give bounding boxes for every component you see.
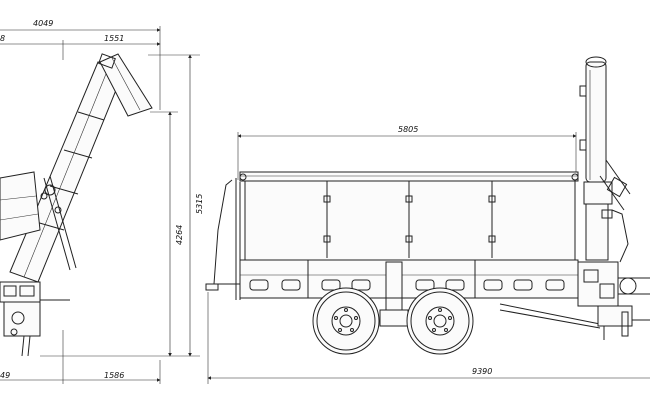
dim-overall-length: 9390 [472, 367, 492, 376]
body-panels [244, 180, 576, 261]
dim-top-left-total: 4049 [33, 19, 53, 28]
dim-top-left-partial: 8 [0, 34, 5, 43]
dim-bottom-left-right: 1586 [104, 371, 124, 380]
top-dimensions: 4049 8 1551 [0, 19, 161, 110]
body-length-dimension: 5805 [237, 125, 577, 180]
chassis [239, 259, 601, 329]
overall-length-dimension: 9390 [207, 292, 650, 384]
dim-body-length: 5805 [398, 125, 418, 134]
dim-height-inner: 4264 [175, 225, 184, 245]
bottom-dimensions: 49 1586 [0, 330, 161, 384]
vertical-dimensions: 5315 4264 [40, 54, 204, 357]
side-view: 5805 [205, 56, 650, 384]
wheels [312, 287, 474, 355]
front-view: 4049 8 1551 5315 4264 [0, 19, 204, 384]
auger-column [577, 56, 650, 340]
dim-bottom-left-partial: 49 [0, 371, 10, 380]
dim-top-left-right: 1551 [104, 34, 124, 43]
dim-height-overall: 5315 [195, 194, 204, 214]
auger-tube [0, 53, 153, 357]
